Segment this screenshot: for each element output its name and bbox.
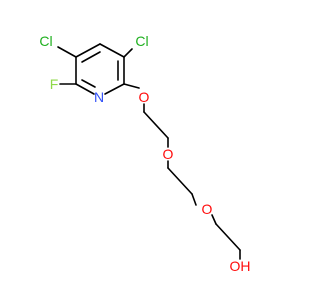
oxygen-atom-ether-1: O (163, 146, 174, 162)
bond-ch2-ch2-c (215, 223, 241, 251)
oxygen-atom-aryl-ether: O (139, 89, 150, 105)
bond-o3-ch2 (211, 214, 217, 225)
structure-diagram: Cl Cl F N O O O OH (39, 33, 251, 274)
bond-ring-c3-c4 (75, 43, 101, 58)
chlorine-atom-left: Cl (39, 33, 52, 49)
bond-c3-cl (57, 46, 77, 58)
bond-ch2-o3 (191, 193, 197, 206)
fluorine-atom: F (50, 76, 59, 92)
oxygen-atom-ether-2: O (202, 201, 213, 217)
nitrogen-atom: N (94, 89, 104, 105)
bond-c6-o (123, 83, 140, 89)
bond-ring-n-c2 (75, 83, 95, 95)
chlorine-atom-right: Cl (135, 33, 148, 49)
hydroxyl-group: OH (230, 258, 251, 274)
bond-ring-n-c2-inner (81, 79, 96, 88)
bond-ring-c3-c4-inner (81, 51, 101, 63)
molecule-canvas: Cl Cl F N O O O OH (39, 33, 251, 274)
bond-c5-cl (123, 48, 133, 58)
bond-ring-c4-c5 (99, 43, 125, 58)
bond-ring-c6-n (104, 83, 125, 95)
bond-ch2-ch2-b (167, 167, 193, 195)
bond-ch2-ch2-a (143, 111, 169, 139)
